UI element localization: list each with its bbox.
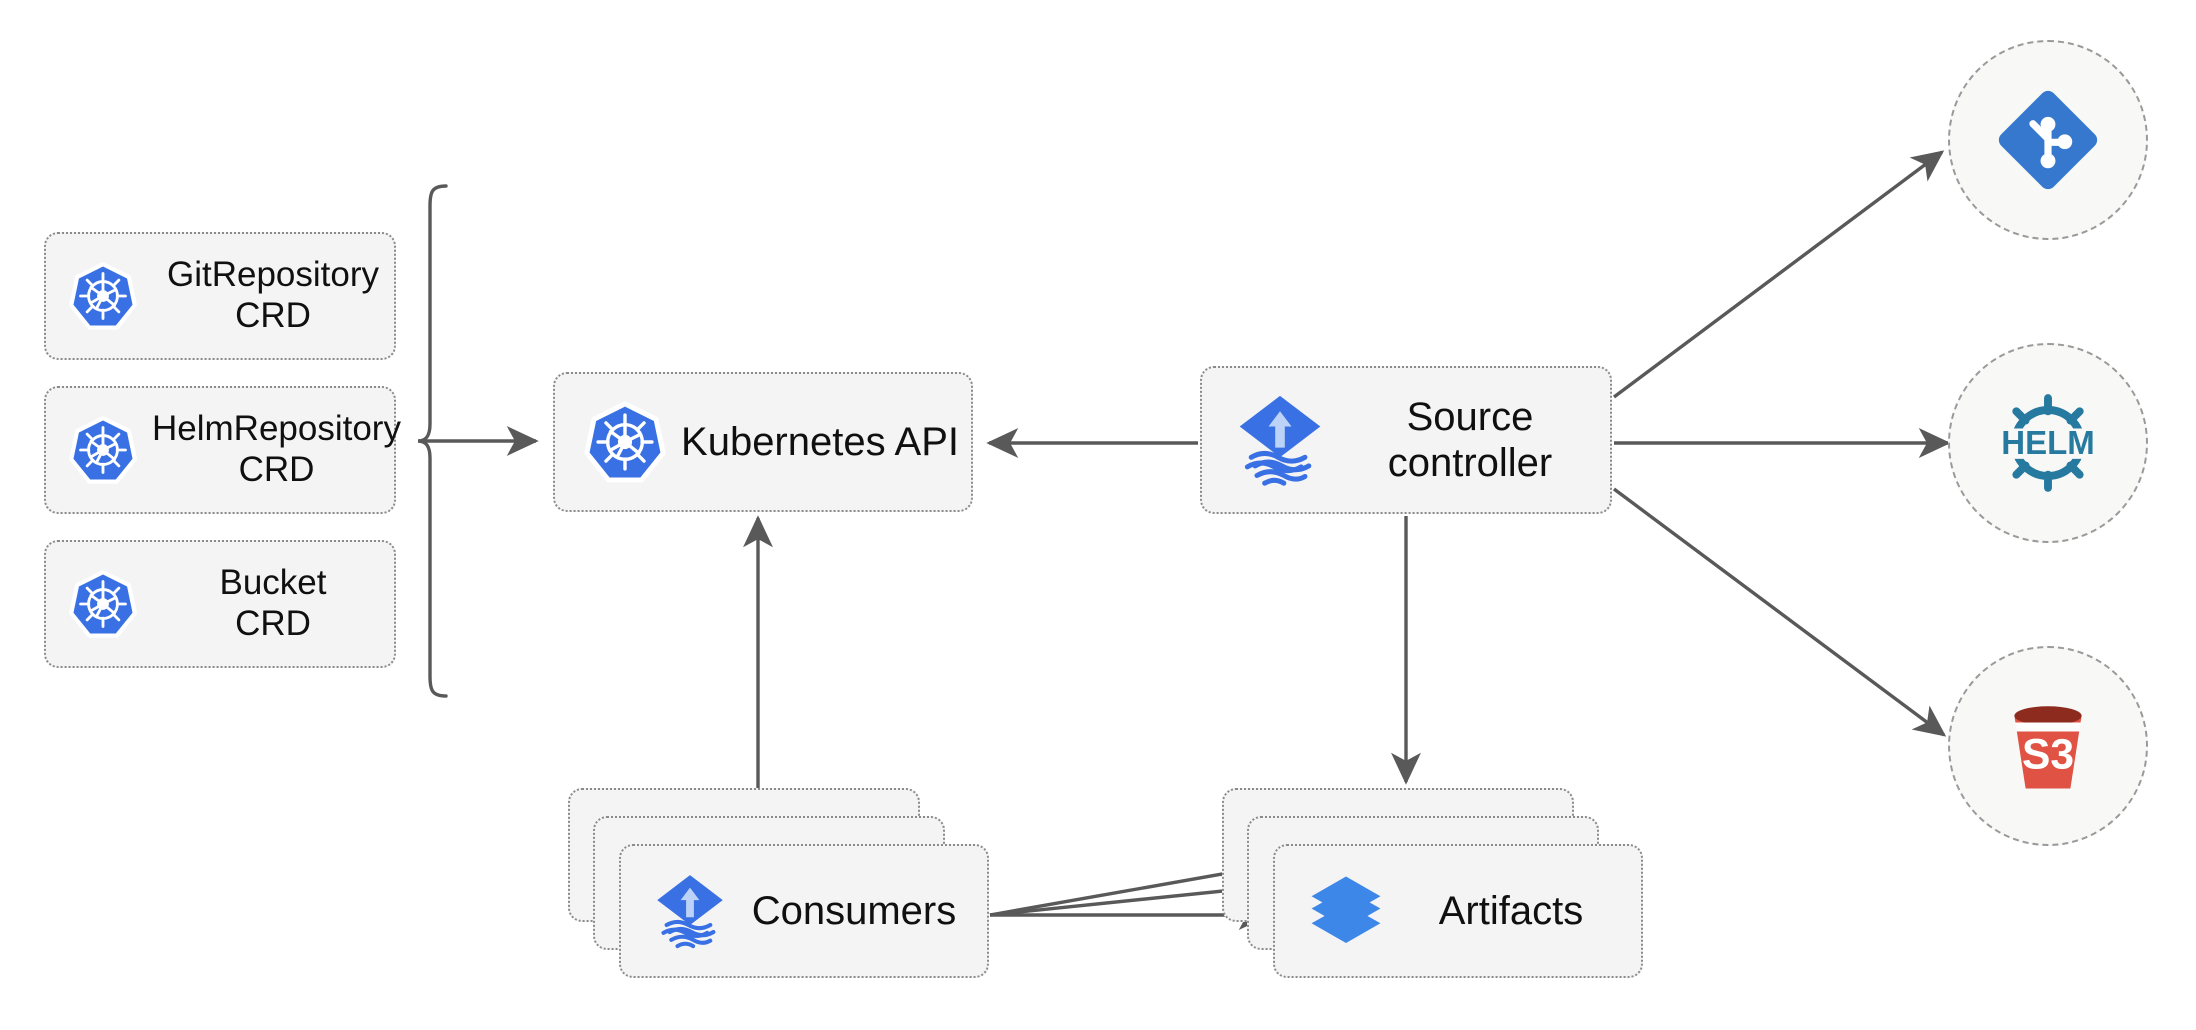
endpoint-helm[interactable]: HELM: [1948, 343, 2148, 543]
crd-card-label: GitRepository CRD: [166, 255, 380, 335]
layers-icon: [1305, 870, 1387, 952]
kubernetes-icon: [583, 400, 667, 484]
crd-card-label: Bucket CRD: [219, 563, 327, 643]
consumers-sheet-front[interactable]: Consumers: [619, 844, 989, 978]
git-icon: [1990, 82, 2106, 198]
endpoint-git[interactable]: [1948, 40, 2148, 240]
helm-icon: HELM: [1982, 377, 2114, 509]
crd-card-label: HelmRepository CRD: [152, 409, 401, 489]
artifacts-sheet-front[interactable]: Artifacts: [1273, 844, 1643, 978]
endpoint-s3[interactable]: S3: [1948, 646, 2148, 846]
s3-icon: S3: [1992, 690, 2104, 802]
crd-card-gitrepository[interactable]: GitRepository CRD: [44, 232, 396, 360]
edge-source-to-s3: [1612, 487, 1947, 737]
kubernetes-icon: [68, 415, 138, 485]
flux-icon: [651, 870, 729, 952]
node-source-controller[interactable]: Source controller: [1200, 366, 1612, 514]
flux-icon: [1232, 390, 1328, 490]
kubernetes-icon: [68, 261, 138, 331]
helm-wordmark: HELM: [2001, 424, 2095, 461]
crd-card-helmrepository[interactable]: HelmRepository CRD: [44, 386, 401, 514]
crd-card-bucket[interactable]: Bucket CRD: [44, 540, 396, 668]
node-artifacts[interactable]: Artifacts: [1222, 788, 1672, 978]
edge-source-to-git: [1612, 150, 1945, 399]
node-label: Kubernetes API: [681, 419, 959, 464]
kubernetes-icon: [68, 569, 138, 639]
edge-consumers-to-artifact-2: [989, 876, 1255, 917]
s3-wordmark: S3: [2022, 730, 2074, 778]
node-label: Source controller: [1387, 394, 1553, 485]
node-consumers[interactable]: Consumers: [568, 788, 998, 978]
crd-group-bracket: [417, 184, 539, 698]
node-label: Artifacts: [1438, 888, 1584, 933]
node-label: Consumers: [751, 888, 957, 933]
node-kubernetes-api[interactable]: Kubernetes API: [553, 372, 973, 512]
